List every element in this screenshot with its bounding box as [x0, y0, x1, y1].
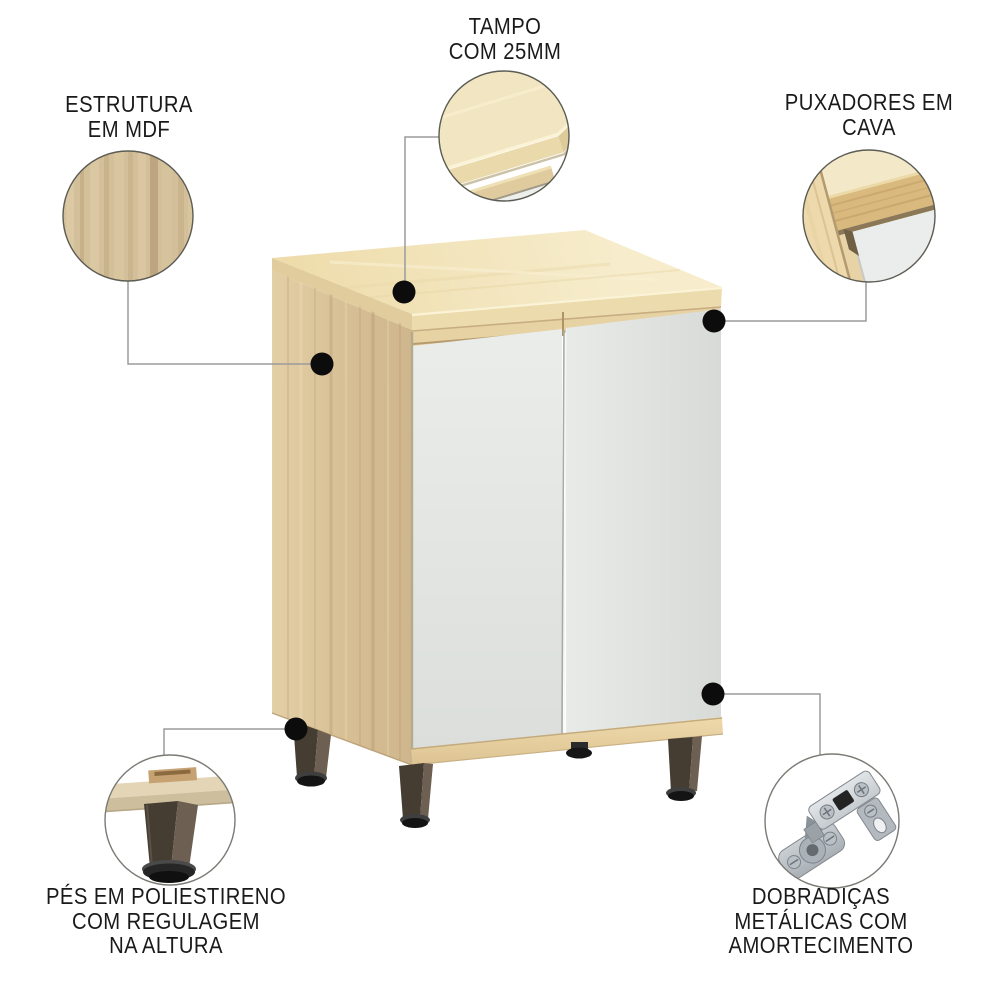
rail-top-shadow: [411, 306, 722, 332]
foot: [668, 791, 694, 801]
leg-front-left: [399, 763, 433, 828]
hinge-assembly: [778, 770, 897, 880]
connector-estrutura: [127, 281, 322, 365]
label-tampo: TAMPO COM 25MM: [448, 13, 562, 64]
foot: [566, 747, 592, 759]
callout-dots: [284, 280, 726, 741]
connector-pes: [163, 728, 296, 756]
circle-border-estrutura: [62, 150, 194, 282]
connector-tampo: [404, 136, 440, 291]
side-panel-grain: [287, 270, 401, 765]
hinge-arm: [808, 770, 881, 830]
foot-base: [149, 871, 189, 883]
cabinet-top-left-edge: [272, 258, 412, 330]
callout-circle-puxadores: [802, 149, 936, 283]
cabinet-top-front-edge: [412, 287, 722, 330]
label-dobradicas: DOBRADIÇAS METÁLICAS COM AMORTECIMENTO: [728, 883, 914, 958]
dot-puxadores: [702, 309, 726, 333]
leg-back-middle: [566, 742, 592, 759]
leg-front-right: [666, 736, 702, 801]
label-estrutura: ESTRUTURA EM MDF: [65, 91, 193, 142]
right-door: [566, 309, 721, 733]
connector-puxadores: [714, 282, 867, 322]
dot-dobradicas: [701, 682, 725, 706]
circle-border-puxadores: [802, 149, 936, 283]
dot-estrutura: [310, 352, 334, 376]
foot: [402, 818, 428, 828]
metal-hinge-detail: [765, 754, 899, 888]
door-gap: [561, 329, 565, 735]
connector-lines: [127, 136, 867, 756]
circle-border-tampo: [438, 70, 570, 202]
cabinet: [271, 230, 724, 828]
base-top-shadow: [410, 717, 723, 750]
cabinet-top-rail: [412, 306, 721, 346]
door-gap-highlight: [563, 329, 567, 735]
door-top-corner: [851, 205, 935, 282]
callout-circle-pes: [104, 754, 236, 886]
rail-piece: [439, 165, 556, 201]
mdf-wood-texture: [63, 151, 193, 281]
groove-notch: [843, 229, 859, 256]
handle-rotated: [803, 150, 935, 282]
recessed-handle-detail: [803, 150, 935, 282]
label-pes: PÉS EM POLIESTIRENO COM REGULAGEM NA ALT…: [45, 883, 287, 958]
left-door: [413, 329, 562, 749]
dot-tampo: [392, 280, 416, 304]
bottom-panel: [105, 767, 235, 813]
cabinet-side-panel: [272, 271, 412, 765]
callout-circle-estrutura: [62, 150, 194, 282]
adjustable-foot-detail: [105, 755, 235, 885]
arm-slot: [832, 790, 854, 811]
label-puxadores: PUXADORES EM CAVA: [784, 89, 954, 140]
circle-border-dobradicas: [764, 753, 900, 889]
oval-slot: [873, 817, 887, 834]
hinge-cup-plate: [778, 822, 846, 880]
foot: [297, 775, 325, 787]
circle-border-pes: [104, 754, 236, 886]
foot-leg-front: [144, 801, 178, 868]
foot-leg-side: [171, 801, 198, 868]
base-strip: [411, 717, 723, 765]
hinge-side-plate: [856, 797, 897, 841]
dot-pes: [284, 717, 308, 741]
top-arris-highlight: [411, 286, 723, 317]
callout-circle-dobradicas: [764, 753, 900, 889]
connector-dobradicas: [713, 693, 821, 755]
